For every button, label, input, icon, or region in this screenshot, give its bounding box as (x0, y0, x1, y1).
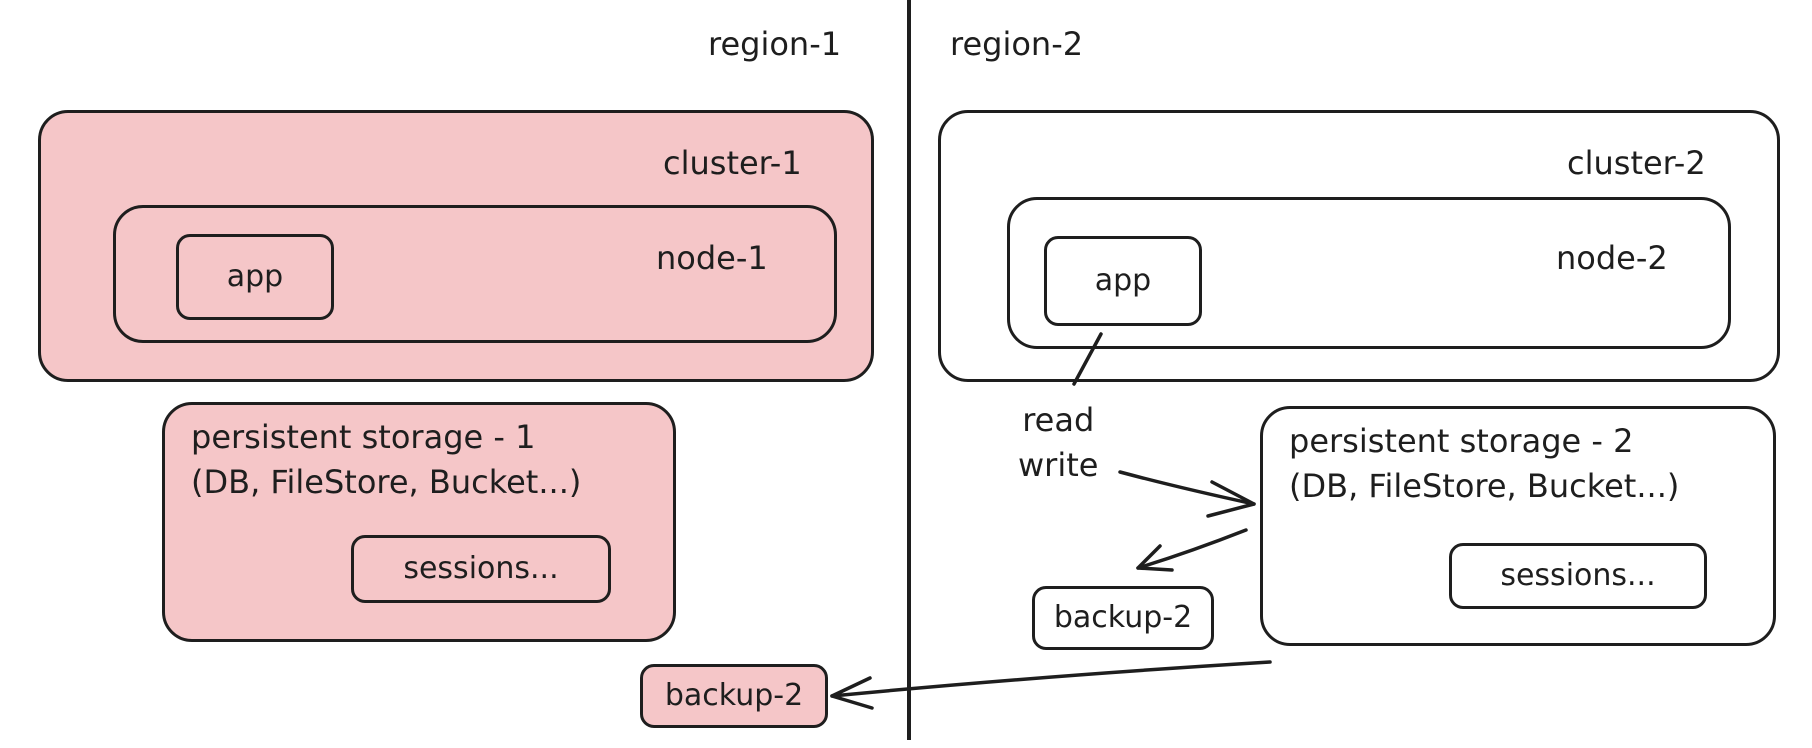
node-1-box[interactable]: node-1 app (113, 205, 837, 343)
storage-2-to-backup-arrowhead (1136, 544, 1174, 572)
backup-region-1-label: backup-2 (664, 678, 804, 713)
sessions-1-label: sessions... (403, 551, 559, 586)
persistent-storage-2-box[interactable]: persistent storage - 2 (DB, FileStore, B… (1260, 406, 1776, 646)
cross-region-backup-arrowhead (830, 676, 874, 710)
persistent-storage-2-label: persistent storage - 2 (DB, FileStore, B… (1289, 422, 1680, 505)
cluster-1-label: cluster-1 (663, 144, 802, 182)
app-2-label: app (1094, 263, 1152, 298)
persistent-storage-1-box[interactable]: persistent storage - 1 (DB, FileStore, B… (162, 402, 676, 642)
read-write-label: read write (1018, 401, 1099, 484)
sessions-1-box[interactable]: sessions... (351, 535, 611, 603)
app-1-label: app (226, 259, 284, 294)
backup-region-2-label: backup-2 (1053, 600, 1193, 635)
region-2-title: region-2 (950, 25, 1084, 63)
persistent-storage-1-label: persistent storage - 1 (DB, FileStore, B… (191, 418, 582, 501)
node-2-box[interactable]: node-2 app (1007, 197, 1731, 349)
cross-region-backup-arrow (830, 660, 1272, 698)
region-1-title: region-1 (708, 25, 842, 63)
storage-2-to-backup-arrow (1136, 528, 1248, 570)
node-2-label: node-2 (1556, 239, 1668, 277)
read-write-arrow (1118, 470, 1256, 506)
sessions-2-box[interactable]: sessions... (1449, 543, 1707, 609)
cluster-2-label: cluster-2 (1567, 144, 1706, 182)
read-write-arrowhead (1206, 480, 1256, 518)
cluster-2-box[interactable]: cluster-2 node-2 app (938, 110, 1780, 382)
backup-region-2-box[interactable]: backup-2 (1032, 586, 1214, 650)
cluster-1-box[interactable]: cluster-1 node-1 app (38, 110, 874, 382)
node-1-label: node-1 (656, 239, 768, 277)
sessions-2-label: sessions... (1500, 558, 1656, 593)
backup-region-1-box[interactable]: backup-2 (640, 664, 828, 728)
app-2-box[interactable]: app (1044, 236, 1202, 326)
app-1-box[interactable]: app (176, 234, 334, 320)
